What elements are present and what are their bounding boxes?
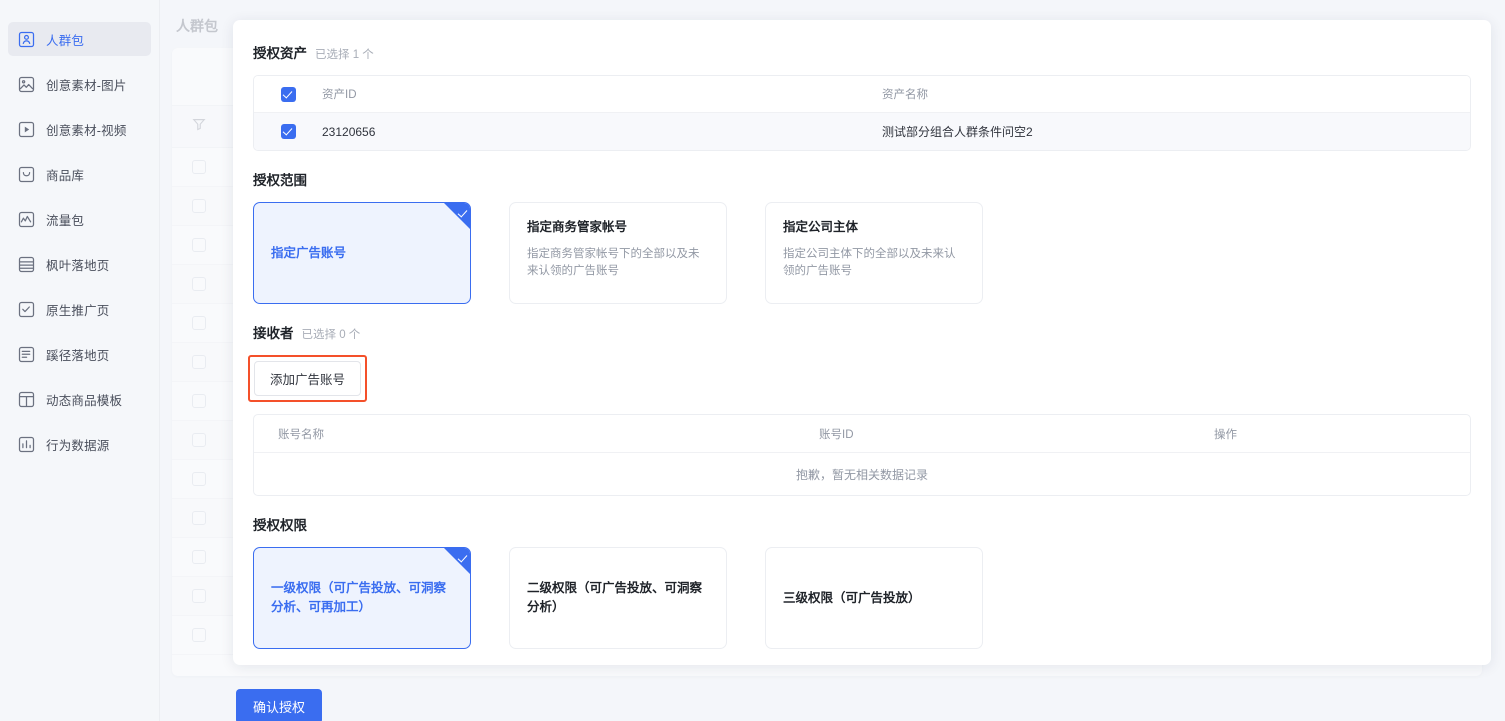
receiver-table-header: 账号名称 账号ID 操作	[254, 415, 1470, 453]
scope-card-group: 指定广告账号指定商务管家帐号指定商务管家帐号下的全部以及未来认领的广告账号指定公…	[253, 202, 1471, 304]
scope-option-title: 指定公司主体	[783, 220, 859, 234]
asset-row-id: 23120656	[322, 124, 376, 139]
scope-option-0[interactable]: 指定广告账号	[253, 202, 471, 304]
permission-section-title: 授权权限	[253, 518, 307, 533]
asset-table-header: 资产ID 资产名称	[254, 76, 1470, 113]
pages-icon	[18, 256, 46, 273]
sidebar-item-8[interactable]: 动态商品模板	[8, 382, 151, 416]
asset-section-header: 授权资产 已选择 1 个	[253, 42, 1471, 62]
traffic-icon	[18, 211, 46, 228]
sidebar-item-3[interactable]: 商品库	[8, 157, 151, 191]
scope-section-header: 授权范围	[253, 169, 1471, 189]
asset-section-subtitle: 已选择 1 个	[315, 49, 374, 61]
sidebar-item-label: 商品库	[46, 168, 85, 183]
asset-col-id-header: 资产ID	[322, 89, 357, 101]
authorization-modal: 授权资产 已选择 1 个 资产ID 资产名称 23120656 测试部分组合人群…	[233, 20, 1491, 665]
check-corner-icon	[444, 548, 470, 574]
template-icon	[18, 391, 46, 408]
sidebar-item-7[interactable]: 蹊径落地页	[8, 337, 151, 371]
permission-option-0[interactable]: 一级权限（可广告投放、可洞察分析、可再加工）	[253, 547, 471, 649]
scope-section-title: 授权范围	[253, 173, 307, 188]
confirm-authorization-button[interactable]: 确认授权	[236, 689, 323, 721]
permission-card-group: 一级权限（可广告投放、可洞察分析、可再加工） 二级权限（可广告投放、可洞察分析） 三…	[253, 547, 1471, 649]
scope-option-title: 指定商务管家帐号	[527, 220, 628, 234]
sidebar-item-label: 创意素材-视频	[46, 123, 127, 138]
receiver-section-title: 接收者	[253, 326, 294, 341]
sidebar-item-label: 人群包	[46, 33, 85, 48]
product-icon	[18, 166, 46, 183]
permission-option-title: 三级权限（可广告投放）	[783, 590, 921, 605]
sidebar-item-label: 原生推广页	[46, 303, 110, 318]
sidebar-item-0[interactable]: 人群包	[8, 22, 151, 56]
permission-option-title: 一级权限（可广告投放、可洞察分析、可再加工）	[271, 581, 447, 614]
document-icon	[18, 346, 46, 363]
audience-icon	[18, 31, 46, 48]
image-icon	[18, 76, 46, 93]
asset-table: 资产ID 资产名称 23120656 测试部分组合人群条件问空2	[253, 75, 1471, 151]
scope-option-desc: 指定商务管家帐号下的全部以及未来认领的广告账号	[527, 248, 700, 277]
receiver-section-subtitle: 已选择 0 个	[301, 329, 361, 341]
asset-row-name: 测试部分组合人群条件问空2	[882, 125, 1033, 139]
sidebar-item-5[interactable]: 枫叶落地页	[8, 247, 151, 281]
receiver-col-id-header: 账号ID	[819, 428, 854, 441]
sidebar-item-label: 蹊径落地页	[46, 348, 110, 363]
permission-section-header: 授权权限	[253, 514, 1471, 534]
asset-col-name-header: 资产名称	[882, 89, 928, 101]
scope-option-title: 指定广告账号	[271, 245, 347, 260]
chart-icon	[18, 436, 46, 453]
permission-option-2[interactable]: 三级权限（可广告投放）	[765, 547, 983, 649]
highlight-annotation: 添加广告账号	[248, 355, 368, 402]
checkbox-icon	[18, 301, 46, 318]
sidebar-item-4[interactable]: 流量包	[8, 202, 151, 236]
receiver-col-action-header: 操作	[1214, 428, 1237, 441]
sidebar-item-label: 动态商品模板	[46, 393, 123, 408]
sidebar-list: 人群包创意素材-图片创意素材-视频商品库流量包枫叶落地页原生推广页蹊径落地页动态…	[0, 22, 159, 461]
sidebar-item-label: 行为数据源	[46, 438, 110, 453]
asset-row-select-cell[interactable]	[254, 124, 322, 139]
scope-option-2[interactable]: 指定公司主体指定公司主体下的全部以及未来认领的广告账号	[765, 202, 983, 304]
check-corner-icon	[444, 203, 470, 229]
video-icon	[18, 121, 46, 138]
sidebar-item-9[interactable]: 行为数据源	[8, 427, 151, 461]
sidebar-item-1[interactable]: 创意素材-图片	[8, 67, 151, 101]
asset-table-row[interactable]: 23120656 测试部分组合人群条件问空2	[254, 113, 1470, 150]
receiver-table: 账号名称 账号ID 操作 抱歉，暂无相关数据记录	[253, 414, 1471, 496]
sidebar-item-label: 创意素材-图片	[46, 78, 127, 93]
checkbox-checked-icon[interactable]	[280, 124, 296, 139]
permission-option-1[interactable]: 二级权限（可广告投放、可洞察分析）	[509, 547, 727, 649]
receiver-col-name-header: 账号名称	[278, 428, 324, 441]
scope-option-desc: 指定公司主体下的全部以及未来认领的广告账号	[783, 248, 956, 277]
sidebar-item-label: 枫叶落地页	[46, 258, 110, 273]
permission-option-title: 二级权限（可广告投放、可洞察分析）	[527, 581, 703, 614]
sidebar-item-label: 流量包	[46, 213, 85, 228]
receiver-section-header: 接收者 已选择 0 个	[253, 322, 1471, 342]
sidebar-item-6[interactable]: 原生推广页	[8, 292, 151, 326]
checkbox-checked-icon[interactable]	[280, 86, 296, 102]
add-ad-account-button[interactable]: 添加广告账号	[254, 361, 362, 396]
receiver-empty-state: 抱歉，暂无相关数据记录	[795, 467, 928, 482]
asset-select-all-cell[interactable]	[254, 86, 322, 102]
sidebar-item-2[interactable]: 创意素材-视频	[8, 112, 151, 146]
scope-option-1[interactable]: 指定商务管家帐号指定商务管家帐号下的全部以及未来认领的广告账号	[509, 202, 727, 304]
asset-section-title: 授权资产	[253, 46, 307, 61]
sidebar: 人群包创意素材-图片创意素材-视频商品库流量包枫叶落地页原生推广页蹊径落地页动态…	[0, 0, 160, 721]
